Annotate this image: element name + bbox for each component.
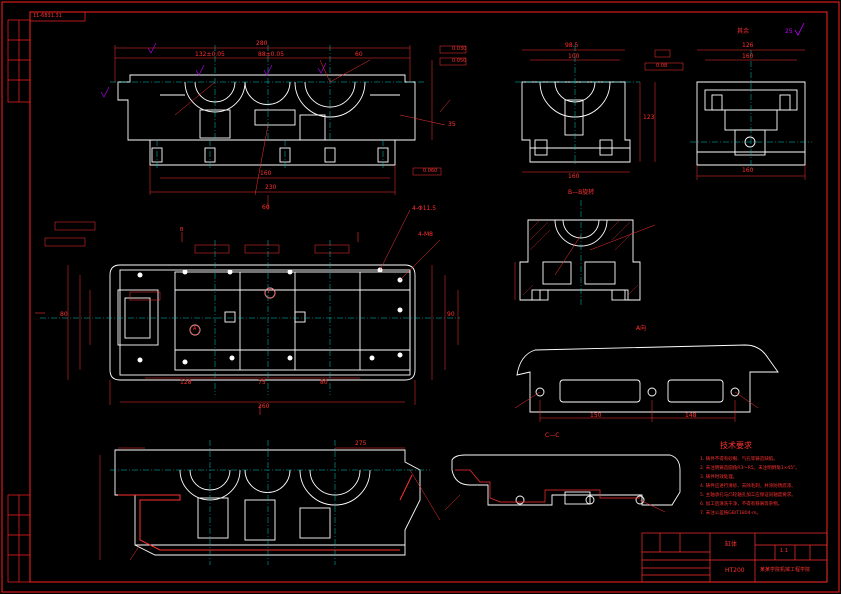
title-roughness-symbol [794, 22, 805, 36]
tol-box-4: 0.08 [656, 63, 668, 69]
section-bb-dimlines [514, 224, 656, 300]
front-view-centerlines [110, 45, 425, 170]
tol-box-1: 0.030 [452, 46, 467, 52]
bottom-section-hatch [118, 474, 413, 551]
section-cc-view [451, 454, 681, 506]
tech-title: 技术要求 [720, 441, 752, 450]
dim-front-bottom: 230 [265, 184, 277, 191]
hole-callout: 4-Φ11.5 [412, 205, 437, 212]
section-cc-hatch [455, 469, 640, 503]
side-view [521, 81, 631, 163]
inner-frame [29, 11, 828, 583]
corner-code-box [29, 11, 86, 22]
bottom-section-centerlines [110, 440, 430, 565]
dim-plan-c: 80 [320, 379, 328, 386]
front-view [117, 74, 416, 166]
end-view-centerlines [690, 50, 812, 170]
title-block-name: 缸体 [725, 541, 738, 548]
plan-view [109, 264, 416, 381]
section-bb-hatch [522, 219, 639, 296]
section-markers [35, 232, 359, 415]
plan-view-dimlines [44, 209, 459, 405]
dim-front-e: 35 [448, 121, 456, 128]
dim-front-bottom2: 160 [260, 170, 272, 177]
tech-item-2: 2. 未注明铸造圆角R3～R5，未注明倒角1×45°。 [700, 466, 800, 471]
dim-plan-overall: 260 [258, 403, 270, 410]
section-label-a: A向 [636, 325, 647, 332]
front-view-dimlines [114, 45, 467, 210]
bottom-section-dimlines [99, 447, 441, 561]
dim-front-d: 60 [262, 204, 270, 211]
plan-view-centerlines [40, 240, 460, 395]
tech-item-6: 6. 加工后清洗干净，不得有铁屑等杂物。 [700, 502, 783, 507]
marker-a: A [193, 326, 197, 332]
tech-item-7: 7. 未注公差按GB/T1804-m。 [700, 511, 762, 516]
dim-side-w: 160 [568, 173, 580, 180]
thread-callout: 4-M8 [418, 231, 433, 238]
tol-box-3: 0.060 [423, 168, 438, 174]
title-block-scale: 1:1 [780, 548, 789, 554]
dim-right-top: 126 [742, 42, 754, 49]
marker-b: B [180, 227, 184, 233]
side-view-dimlines [522, 49, 684, 173]
tech-item-1: 1. 铸件不得有砂眼、气孔等铸造缺陷。 [700, 457, 778, 462]
dim-side-h: 123 [643, 114, 655, 121]
view-a [516, 344, 779, 413]
dim-front-a: 132±0.05 [195, 51, 225, 58]
corner-code: 11-6831.31 [33, 13, 62, 19]
tech-item-4: 4. 铸件应进行清砂、去除毛刺，并涂防锈底漆。 [700, 484, 796, 489]
left-margin-strip-top [7, 19, 31, 103]
title-block-material: HT200 [725, 567, 745, 574]
roughness-value: 25 [785, 28, 793, 35]
dim-plan-e: 90 [447, 311, 455, 318]
roughness-note: 其余 [737, 28, 750, 35]
marker-i: I [268, 289, 270, 295]
bottom-section-view [114, 449, 421, 556]
title-block-org: 某某学院机械工程学院 [760, 567, 811, 573]
tech-item-3: 3. 铸件时效处理。 [700, 475, 738, 480]
tech-item-5: 5. 主轴承孔与凸轮轴孔加工应保证同轴度要求。 [700, 493, 796, 498]
end-view-dimlines [696, 49, 806, 180]
dim-view-a-a: 150 [590, 412, 602, 419]
dim-side-b: 100 [568, 53, 580, 60]
tol-box-2: 0.050 [452, 58, 467, 64]
dim-front-overall: 280 [256, 40, 268, 47]
dim-right-w: 160 [742, 167, 754, 174]
dim-plan-d: 80 [60, 311, 68, 318]
section-label-bb: B—B旋转 [568, 189, 595, 196]
dim-front-b: 88±0.05 [258, 51, 285, 58]
dim-right-b: 160 [742, 53, 754, 60]
dim-front-c: 60 [355, 51, 363, 58]
dim-plan-a: 128 [180, 379, 192, 386]
dim-view-a-b: 148 [685, 412, 697, 419]
left-margin-strip-bottom [7, 494, 31, 583]
title-block [641, 532, 828, 583]
dim-plan-b: 75 [258, 379, 266, 386]
side-view-centerlines [515, 45, 640, 165]
section-label-cc: C—C [545, 432, 560, 439]
dim-side-top: 98.5 [565, 42, 579, 49]
view-a-dimlines [514, 391, 759, 422]
section-cc-dimlines [444, 494, 666, 513]
dim-bottom-c: 275 [355, 440, 367, 447]
plan-view-holes [137, 267, 403, 365]
front-view-roughness [100, 42, 327, 98]
